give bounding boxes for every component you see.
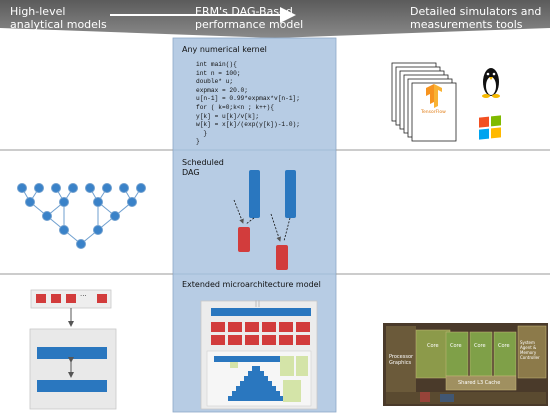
dag-node: [102, 183, 112, 193]
header-left-label: High-level analytical models: [10, 5, 107, 31]
scheduled-task-red-2: [276, 245, 288, 270]
scheduled-task-red-1: [238, 227, 250, 252]
kernel-title: Any numerical kernel: [182, 45, 267, 54]
dag-node: [136, 183, 146, 193]
die-label-core-1: Core: [450, 343, 462, 349]
queue-item: [36, 294, 46, 303]
microarchitecture-model: [200, 300, 318, 410]
dag-node: [59, 225, 69, 235]
dag-node: [93, 225, 103, 235]
kernel-code: int main(){ int n = 100; double* u; expm…: [196, 61, 300, 146]
compute-unit-block: [37, 347, 107, 359]
dag-node: [127, 197, 137, 207]
die-label-core-4: Core: [427, 343, 439, 349]
dag-node: [76, 239, 86, 249]
dag-node: [85, 183, 95, 193]
dag-node: [68, 183, 78, 193]
scheduled-task-blue-1: [249, 170, 260, 218]
dag-node: [110, 211, 120, 221]
dag-title: Scheduled DAG: [182, 158, 224, 177]
die-label-system-agent: System Agent & Memory Controller: [520, 340, 540, 360]
analytical-machine-model: [29, 289, 117, 410]
dag-node: [119, 183, 129, 193]
dag-node: [42, 211, 52, 221]
dag-node: [59, 197, 69, 207]
dag-node: [93, 197, 103, 207]
die-label-graphics: Processor Graphics: [389, 354, 414, 366]
dag-node: [51, 183, 61, 193]
queue-item: [66, 294, 76, 303]
scheduled-dag: [233, 170, 296, 270]
dag-node: [34, 183, 44, 193]
micro-title: Extended microarchitecture model: [182, 280, 321, 289]
header-center-label: ERM's DAG-Based performance model: [195, 5, 304, 31]
scheduled-task-blue-2: [285, 170, 296, 218]
dag-node: [17, 183, 27, 193]
queue-dots: ···: [80, 292, 87, 300]
processor-die-photo: [383, 323, 548, 406]
tensorflow-label: TensorFlow: [421, 110, 446, 115]
tensorflow-logo-icon: [426, 84, 442, 108]
header-band: [0, 0, 550, 38]
die-label-l3-cache: Shared L3 Cache: [458, 380, 501, 386]
header-right-label: Detailed simulators and measurements too…: [410, 5, 542, 31]
die-label-core-3: Core: [498, 343, 510, 349]
queue-item: [51, 294, 61, 303]
queue-item: [97, 294, 107, 303]
die-label-core-2: Core: [474, 343, 486, 349]
linux-penguin-icon: [482, 68, 500, 98]
stacked-documents-icon: [391, 62, 457, 142]
dag-node: [25, 197, 35, 207]
analytical-dag-tree: [17, 183, 146, 249]
memory-unit-block: [37, 380, 107, 392]
windows-logo-icon: [479, 115, 501, 140]
